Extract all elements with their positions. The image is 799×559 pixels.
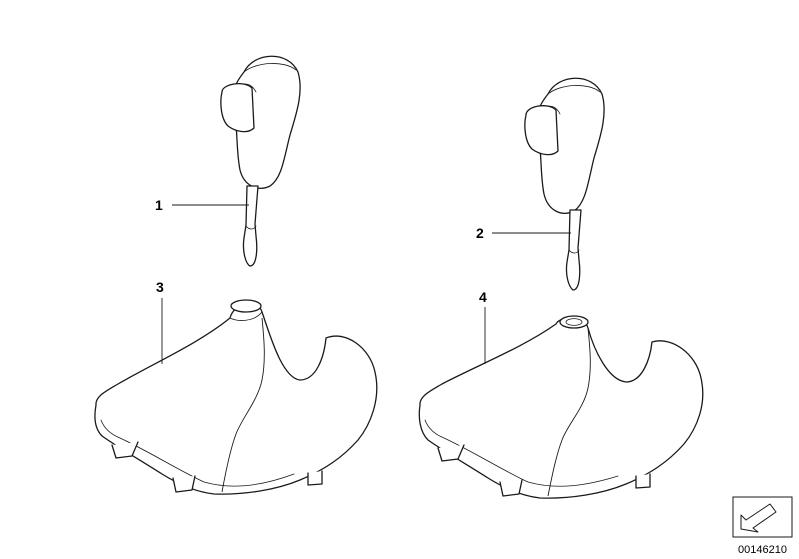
gear-knob-2[interactable] (524, 77, 605, 291)
callout-2: 2 (476, 225, 484, 241)
gear-boot-3[interactable] (94, 299, 378, 495)
callout-1: 1 (155, 197, 163, 213)
callout-4: 4 (479, 289, 487, 305)
callout-3: 3 (156, 279, 164, 295)
gear-boot-4[interactable] (418, 315, 704, 499)
arrow-icon (740, 503, 777, 533)
reference-number: 00146210 (738, 544, 787, 556)
reference-symbol (732, 496, 793, 538)
gear-knob-1[interactable] (220, 55, 301, 267)
